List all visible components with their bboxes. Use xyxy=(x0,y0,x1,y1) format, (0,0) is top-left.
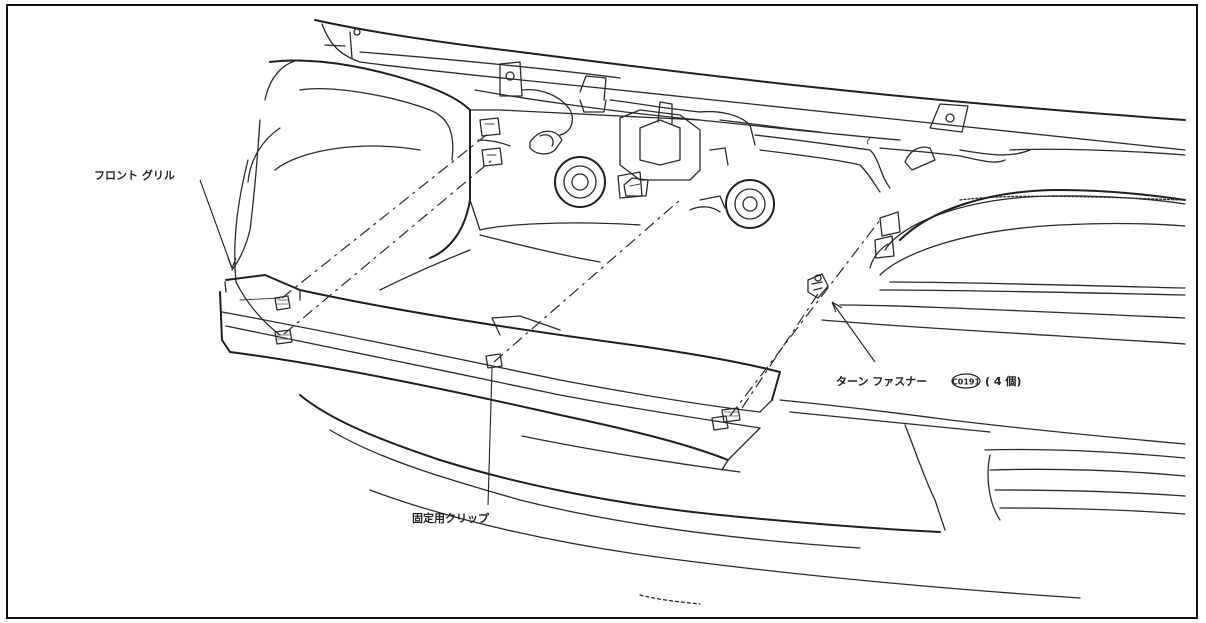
bumper-body xyxy=(235,234,1186,605)
wire-connector xyxy=(521,89,726,213)
front-grille-part xyxy=(219,274,781,473)
front-grille-label: フロント グリル xyxy=(94,168,175,182)
assembly-lines xyxy=(281,131,881,417)
horn-right xyxy=(725,179,775,229)
retaining-clip-label: 固定用クリップ xyxy=(412,511,490,525)
radiator-support xyxy=(469,61,1186,231)
part-code-oval xyxy=(951,373,981,389)
left-headlamp xyxy=(231,59,471,283)
hood-outline xyxy=(314,19,1186,151)
turn-fastener-code: C0191 xyxy=(952,378,981,387)
leader-lines xyxy=(199,179,876,506)
diagram-frame xyxy=(6,4,1198,619)
turn-fastener-part xyxy=(807,273,829,299)
left-brackets xyxy=(477,117,511,167)
turn-fastener-callout: ターン ファスナー C0191 ( 4 個) xyxy=(836,373,1021,389)
turn-fastener-label: ターン ファスナー xyxy=(836,375,927,388)
turn-fastener-count: ( 4 個) xyxy=(985,374,1021,388)
horn-left xyxy=(554,156,606,208)
right-headlamp-opening xyxy=(869,189,1186,296)
